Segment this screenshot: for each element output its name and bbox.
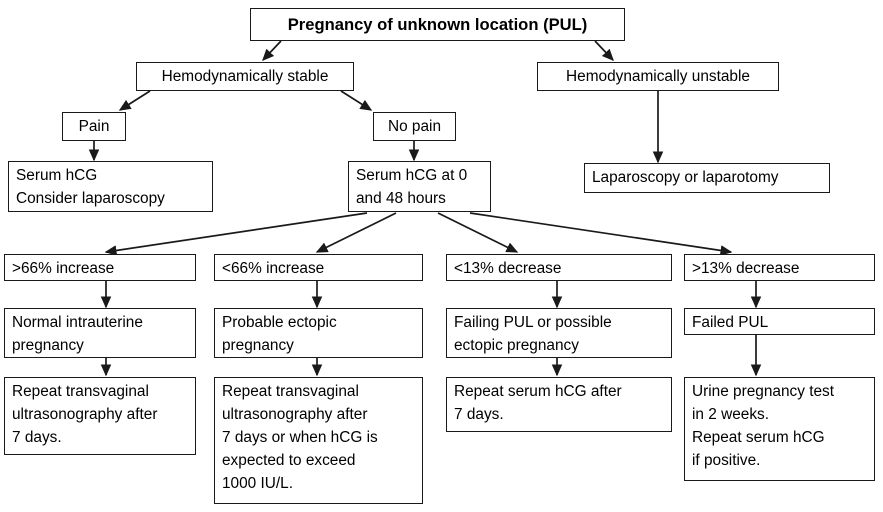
node-pain[interactable]: Pain [62, 112, 126, 141]
edge-stable-to-nopain [340, 90, 373, 111]
node-root[interactable]: Pregnancy of unknown location (PUL) [250, 8, 625, 41]
edge-root-to-unstable [594, 40, 614, 61]
node-diagnosis-failed-pul[interactable]: Failed PUL [684, 308, 875, 335]
node-management-urine-pregnancy-test[interactable]: Urine pregnancy test in 2 weeks. Repeat … [684, 377, 875, 481]
node-hemodynamically-unstable[interactable]: Hemodynamically unstable [537, 62, 779, 91]
edge-stable-to-pain [118, 90, 151, 111]
edge-hcg-to-result4 [469, 212, 733, 256]
node-result-decrease-over-13[interactable]: >13% decrease [684, 254, 875, 281]
node-pain-action[interactable]: Serum hCG Consider laparoscopy [8, 161, 213, 212]
node-no-pain-action[interactable]: Serum hCG at 0 and 48 hours [348, 161, 491, 212]
edge-hcg-to-result2 [315, 212, 397, 253]
node-result-increase-under-66[interactable]: <66% increase [214, 254, 423, 281]
node-hemodynamically-stable[interactable]: Hemodynamically stable [136, 62, 354, 91]
edge-hcg-to-result3 [437, 212, 519, 253]
node-diagnosis-normal-intrauterine[interactable]: Normal intrauterine pregnancy [4, 308, 196, 358]
node-management-repeat-serum-hcg[interactable]: Repeat serum hCG after 7 days. [446, 377, 672, 432]
node-result-increase-over-66[interactable]: >66% increase [4, 254, 196, 281]
node-management-repeat-tvus-hcg-threshold[interactable]: Repeat transvaginal ultrasonography afte… [214, 377, 423, 504]
node-management-repeat-tvus-7-days[interactable]: Repeat transvaginal ultrasonography afte… [4, 377, 196, 455]
edge-hcg-to-result1 [104, 212, 368, 256]
node-result-decrease-under-13[interactable]: <13% decrease [446, 254, 672, 281]
node-diagnosis-failing-pul[interactable]: Failing PUL or possible ectopic pregnanc… [446, 308, 672, 358]
node-no-pain[interactable]: No pain [373, 112, 456, 141]
node-diagnosis-probable-ectopic[interactable]: Probable ectopic pregnancy [214, 308, 423, 358]
node-unstable-action[interactable]: Laparoscopy or laparotomy [584, 163, 830, 193]
edge-root-to-stable [262, 40, 282, 61]
